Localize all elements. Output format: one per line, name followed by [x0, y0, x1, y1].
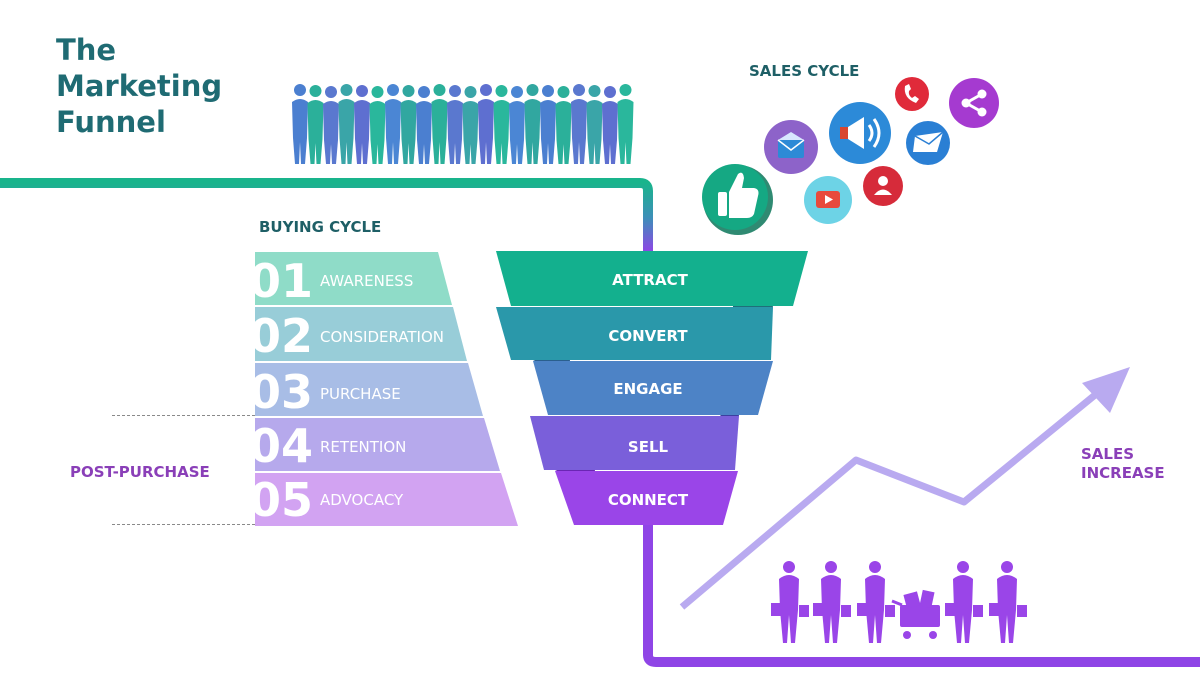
shoppers-illustration	[771, 561, 1027, 643]
page-title: The Marketing Funnel	[56, 33, 223, 139]
funnel-tier-convert-label: CONVERT	[608, 327, 688, 345]
post-purchase-divider-top	[112, 415, 260, 416]
stage-4: 04 RETENTION	[255, 418, 500, 473]
funnel-tier-attract-label: ATTRACT	[612, 271, 688, 289]
crowd-person	[369, 86, 386, 164]
funnel-tier-engage: ENGAGE	[533, 361, 773, 415]
crowd-person	[617, 84, 634, 164]
stage-2-band	[255, 307, 467, 361]
crowd-person	[385, 84, 401, 164]
crowd-person	[509, 86, 525, 164]
crowd-person	[447, 85, 463, 164]
crowd-person	[586, 85, 603, 164]
post-purchase-label: POST-PURCHASE	[70, 463, 210, 481]
crowd-person	[323, 86, 339, 164]
stage-2-label: CONSIDERATION	[320, 328, 444, 346]
stage-5: 05 ADVOCACY	[255, 473, 518, 527]
crowd-person	[354, 85, 370, 164]
stage-1-number: 01	[255, 254, 313, 308]
crowd-person	[292, 84, 308, 164]
sales-cycle-icons	[702, 77, 999, 235]
shopper	[989, 561, 1027, 643]
user-icon	[863, 166, 903, 206]
funnel-tier-engage-label: ENGAGE	[613, 380, 682, 398]
shopping-cart-icon	[891, 589, 940, 639]
crowd-person	[540, 85, 556, 164]
funnel-tier-attract: ATTRACT	[496, 251, 808, 306]
stage-1: 01 AWARENESS	[255, 252, 452, 308]
mail-icon	[906, 121, 950, 165]
share-icon	[949, 78, 999, 128]
funnel-tier-sell-label: SELL	[628, 438, 669, 456]
sales-increase-arrow	[679, 367, 1130, 610]
post-purchase-divider-bottom	[112, 524, 260, 525]
sales-cycle-label: SALES CYCLE	[749, 62, 860, 80]
crowd-person	[524, 84, 541, 164]
crowd-person	[400, 85, 417, 164]
funnel-tier-sell: SELL	[530, 416, 739, 470]
stage-2-number: 02	[255, 309, 313, 363]
stage-2: 02 CONSIDERATION	[255, 307, 467, 363]
crowd-person	[416, 86, 432, 164]
funnel-tier-connect: CONNECT	[555, 471, 738, 525]
video-icon	[804, 176, 852, 224]
crowd-person	[431, 84, 448, 164]
crowd-person	[307, 85, 324, 164]
crowd-person	[555, 86, 572, 164]
shopper	[813, 561, 851, 643]
phone-icon	[895, 77, 929, 111]
crowd-illustration	[292, 84, 634, 164]
stage-4-label: RETENTION	[320, 438, 406, 456]
stage-3-number: 03	[255, 365, 313, 419]
crowd-person	[338, 84, 355, 164]
sales-increase-label: SALES INCREASE	[1081, 445, 1165, 482]
stage-5-label: ADVOCACY	[320, 491, 404, 509]
stage-1-label: AWARENESS	[320, 272, 413, 290]
crowd-person	[478, 84, 494, 164]
shopper	[857, 561, 895, 643]
email-open-icon	[764, 120, 818, 174]
stage-1-band	[255, 252, 452, 305]
crowd-person	[602, 86, 618, 164]
funnel-tier-connect-label: CONNECT	[608, 491, 689, 509]
stage-3: 03 PURCHASE	[255, 363, 483, 419]
stage-3-label: PURCHASE	[320, 385, 401, 403]
buying-cycle-stages: 01 AWARENESS 02 CONSIDERATION 03 PURCHAS…	[255, 252, 518, 527]
stage-4-band	[255, 418, 500, 471]
stage-4-number: 04	[255, 419, 313, 473]
shopper	[771, 561, 809, 643]
crowd-person	[462, 86, 479, 164]
thumbs-up-icon	[702, 164, 773, 235]
shopper	[945, 561, 983, 643]
marketing-funnel: ATTRACT CONVERT ENGAGE SELL CONNECT	[496, 251, 808, 525]
stage-5-band	[255, 473, 518, 526]
crowd-person	[571, 84, 587, 164]
crowd-person	[493, 85, 510, 164]
megaphone-icon	[829, 102, 891, 164]
stage-5-number: 05	[255, 473, 313, 527]
stage-3-band	[255, 363, 483, 416]
funnel-tier-convert: CONVERT	[496, 307, 773, 360]
buying-cycle-label: BUYING CYCLE	[259, 218, 382, 236]
